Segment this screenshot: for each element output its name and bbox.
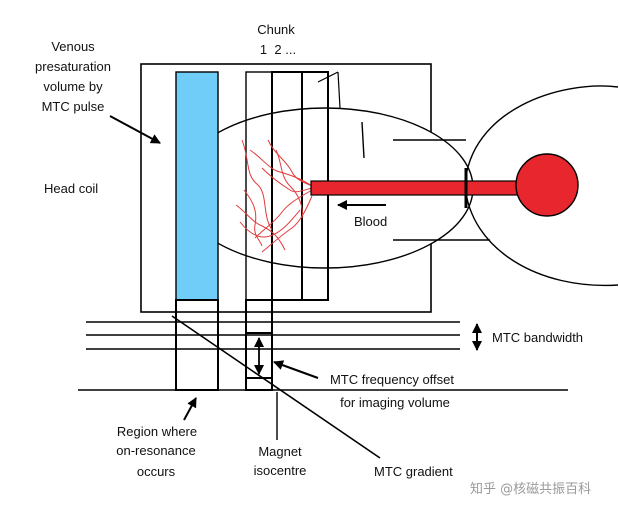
capillary-network	[235, 139, 313, 253]
blood-reservoir	[515, 153, 579, 217]
presaturation-slab	[175, 71, 219, 301]
chunk-numbers: 1 2 ...	[260, 42, 296, 57]
main-vessel	[310, 180, 522, 196]
freq-offset-label-line1: MTC frequency offset	[330, 372, 454, 387]
imaging-offset-inner	[245, 332, 273, 379]
mtc-gradient-label: MTC gradient	[374, 464, 453, 479]
region-label-line1: Region where	[117, 424, 197, 439]
chunk-title: Chunk	[257, 22, 295, 37]
freq-offset-label-line2: for imaging volume	[340, 395, 450, 410]
venous-label-line1: Venous	[51, 39, 95, 54]
venous-label-line2: presaturation	[35, 59, 111, 74]
mtc-bandwidth-label: MTC bandwidth	[492, 330, 583, 345]
blood-label: Blood	[354, 214, 387, 229]
mtc-gradient-line	[171, 315, 381, 459]
magnet-label-line2: isocentre	[254, 463, 307, 478]
region-label-arrow	[183, 397, 197, 421]
magnet-label-line1: Magnet	[258, 444, 302, 459]
watermark: 知乎 @核磁共振百科	[470, 481, 591, 497]
structure-mark-2	[337, 71, 341, 109]
structure-mark-3	[361, 121, 365, 159]
venous-label-arrow	[109, 115, 161, 144]
region-label-line3: occurs	[137, 464, 176, 479]
venous-label-line3: volume by	[43, 79, 103, 94]
region-label-line2: on-resonance	[116, 443, 196, 458]
venous-label-line4: MTC pulse	[42, 99, 105, 114]
offset-label-arrow	[273, 360, 319, 379]
onresonance-region-box	[175, 299, 219, 391]
head-coil-label: Head coil	[44, 181, 98, 196]
structure-mark-1	[317, 71, 339, 83]
